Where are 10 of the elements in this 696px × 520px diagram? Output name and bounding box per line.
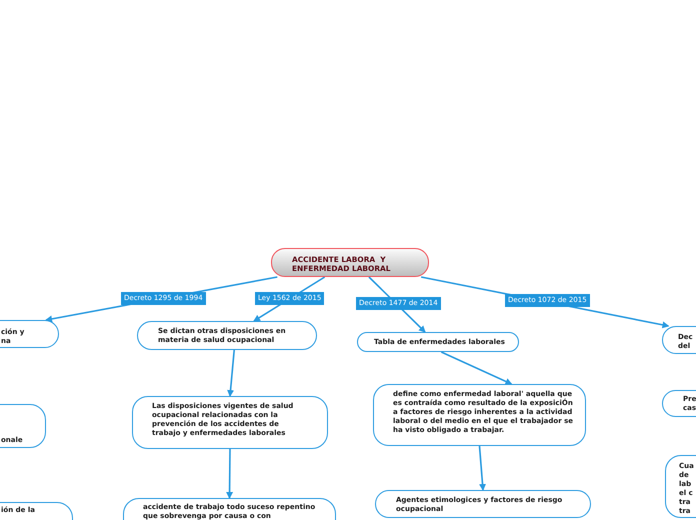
arrow xyxy=(226,449,234,499)
arrow xyxy=(440,351,512,385)
central-topic-box xyxy=(271,248,429,277)
topic-box xyxy=(132,396,328,449)
topic-box xyxy=(357,332,519,352)
arrow xyxy=(227,350,235,397)
topic-box xyxy=(137,321,317,350)
topic-box xyxy=(373,384,586,446)
topic-box xyxy=(375,490,591,518)
arrow xyxy=(478,446,486,491)
